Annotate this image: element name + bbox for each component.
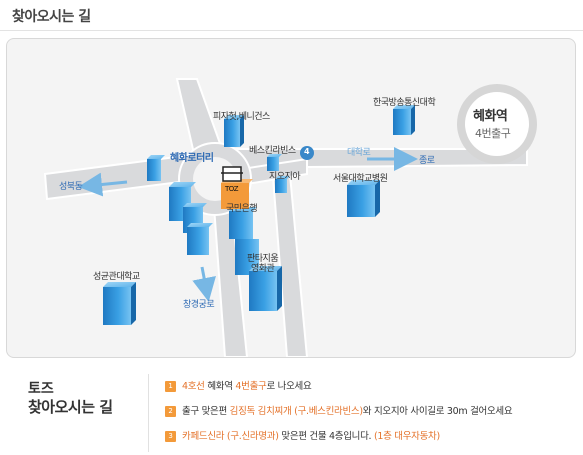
step-number-badge: 1 (165, 381, 176, 392)
label-daehak-ro: 대학로 (347, 148, 371, 158)
building-cluster-west (169, 182, 213, 255)
directions-panel: 토즈 찾아오시는 길 1 4호선 혜화역 4번출구로 나오세요 2 출구 맞은편 김… (0, 362, 583, 455)
station-badge (457, 84, 537, 164)
label-snuh: 서울대학교병원 (333, 174, 388, 184)
label-hyehwa-rotary: 혜화로터리 (170, 153, 214, 164)
building-cinema (235, 239, 282, 311)
label-cinema-line1: 판타지움 (247, 254, 279, 264)
direction-step: 3 카페드신라 (구.신라명과) 맞은편 건물 4층입니다. (1층 대우자동차) (165, 428, 440, 442)
toz-building (221, 166, 253, 209)
step-text: 로 나오세요 (266, 381, 312, 392)
label-pizza: 피자헛,베니건스 (213, 112, 270, 122)
step-highlight-text: (1층 대우자동차) (373, 431, 440, 442)
step-text: 맞은편 건물 4층입니다. (278, 431, 374, 442)
arrow-to-seongbuk (78, 172, 128, 197)
building-kbs (393, 105, 415, 135)
label-giojia: 지오지아 (269, 172, 301, 182)
directions-brand: 토즈 (28, 381, 54, 397)
map-graphic (43, 78, 537, 357)
directions-heading: 찾아오시는 길 (28, 398, 113, 416)
label-jongno: 종로 (419, 156, 435, 166)
step-highlight-text: 4호선 (182, 381, 205, 392)
label-seongbuk: 성북동 (59, 182, 83, 192)
label-changgyeong: 창경궁로 (183, 300, 215, 310)
building-giojia (275, 176, 290, 193)
exit-4-number: 4 (304, 147, 310, 156)
building-snuh (347, 180, 380, 217)
label-bestkin: 베스킨라빈스 (249, 146, 296, 156)
station-name: 혜화역 (473, 109, 508, 124)
page-title: 찾아오시는 길 (12, 9, 91, 25)
label-cinema-line2: 영화관 (251, 264, 275, 274)
step-highlight-text: 카페드신라 (구.신라명과) (182, 431, 279, 442)
step-text: 와 지오지아 사이길로 30m 걸어오세요 (362, 406, 513, 417)
step-highlight-text: 김징독 김치찌개 (구.베스킨라빈스) (229, 406, 363, 417)
exit-4-marker (300, 146, 314, 160)
label-kookmin: 국민은행 (226, 204, 258, 214)
building-pizza (224, 115, 244, 147)
buildings (103, 105, 415, 325)
step-text: 출구 맞은편 (182, 406, 230, 417)
building-rotary-west (147, 155, 165, 181)
directions-divider (148, 374, 149, 452)
step-number-badge: 2 (165, 406, 176, 417)
title-divider (0, 30, 583, 31)
step-number-badge: 3 (165, 431, 176, 442)
label-skku: 성균관대학교 (93, 272, 140, 282)
direction-step: 2 출구 맞은편 김징독 김치찌개 (구.베스킨라빈스)와 지오지아 사이길로 3… (165, 403, 513, 417)
building-bestkin (267, 154, 282, 171)
direction-step: 1 4호선 혜화역 4번출구로 나오세요 (165, 378, 312, 392)
building-skku (103, 282, 136, 325)
station-exit: 4번출구 (475, 127, 511, 140)
arrow-to-changgyeong (192, 266, 216, 302)
step-highlight-text: 4번출구 (235, 381, 267, 392)
location-map: 피자헛,베니건스 한국방송통신대학 혜화로터리 베스킨라빈스 대학로 종로 성북… (6, 38, 576, 358)
label-toz: TOZ (225, 185, 239, 193)
step-text: 혜화역 (204, 381, 236, 392)
label-kbs: 한국방송통신대학 (373, 98, 436, 108)
